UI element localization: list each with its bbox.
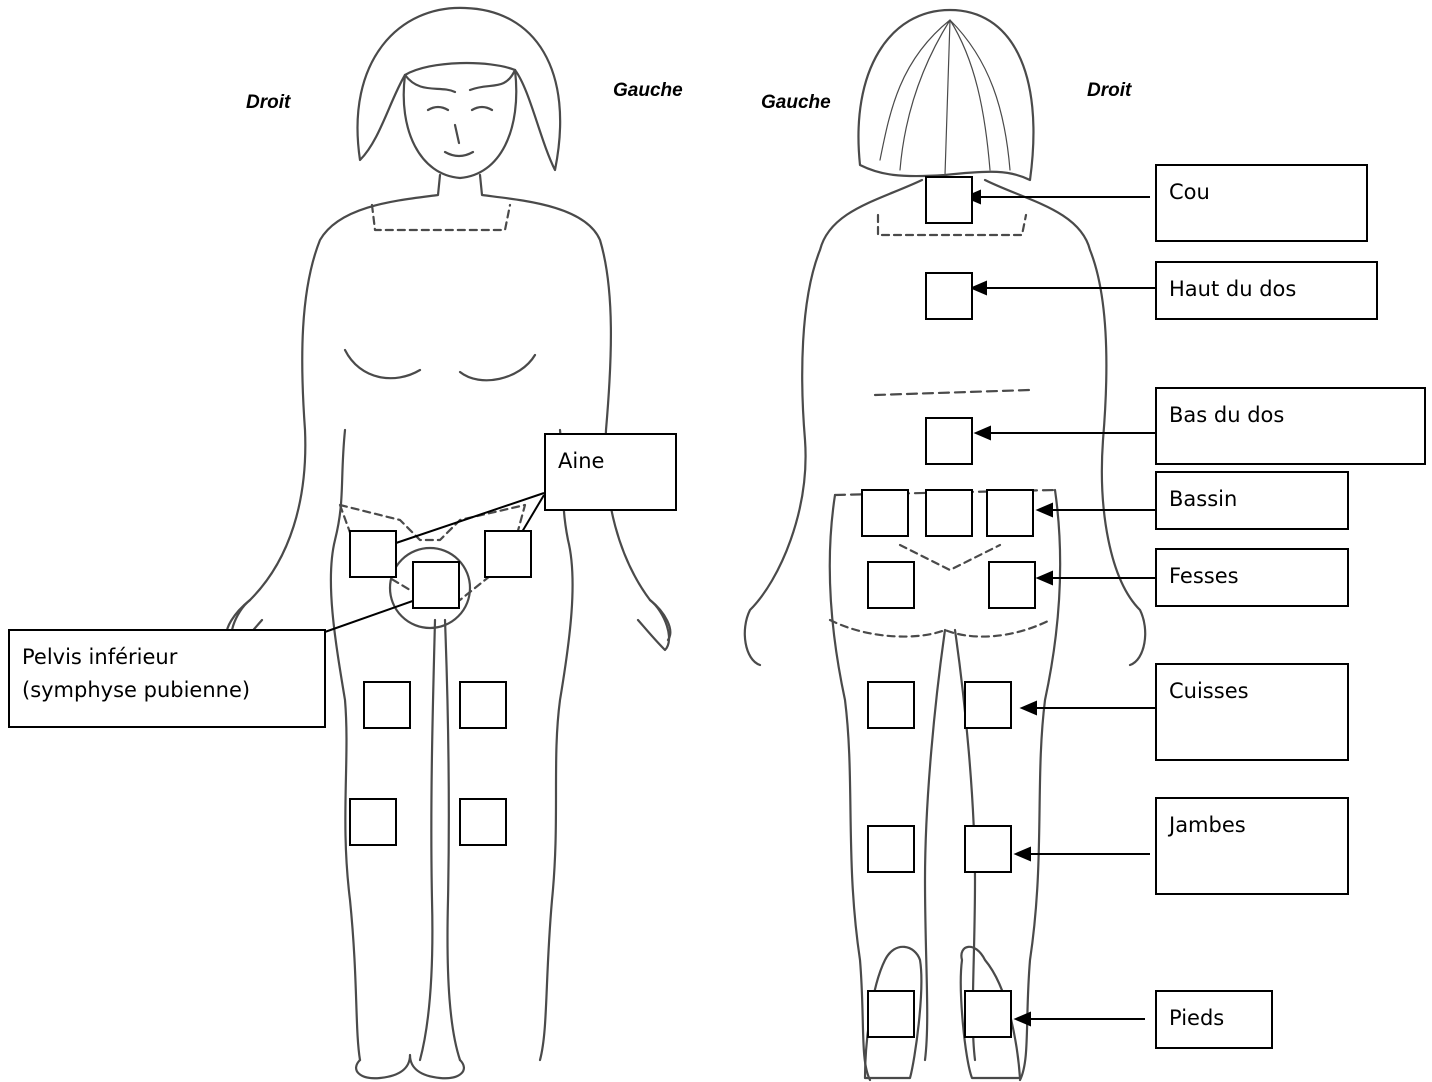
checkbox-back-cuisse-gauche[interactable] [867,681,915,729]
front-body-figure [227,8,671,1078]
arrow-head-icon [972,282,986,294]
checkbox-back-bassin-centre[interactable] [925,489,973,537]
checkbox-front-pelvis-inferieur[interactable] [412,561,460,609]
callout-pieds-label: Pieds [1169,1002,1261,1035]
callout-pelvis-label-line2: (symphyse pubienne) [22,674,314,707]
checkbox-front-cuisse-droite[interactable] [363,681,411,729]
callout-bas-du-dos: Bas du dos [1155,387,1426,465]
checkbox-back-fesse-gauche[interactable] [867,561,915,609]
front-hair [358,8,561,170]
checkbox-back-bassin-droit[interactable] [986,489,1034,537]
callout-cuisses: Cuisses [1155,663,1349,761]
checkbox-back-fesse-droite[interactable] [988,561,1036,609]
callout-aine: Aine [544,433,677,511]
checkbox-back-haut-du-dos[interactable] [925,272,973,320]
callout-pelvis-label-line1: Pelvis inférieur [22,641,314,674]
checkbox-back-cuisse-droite[interactable] [964,681,1012,729]
front-right-side-label: Droit [246,92,290,114]
callout-pieds: Pieds [1155,990,1273,1049]
front-left-side-label: Gauche [613,80,683,102]
checkbox-front-jambe-gauche[interactable] [459,798,507,846]
arrow-head-icon [1016,1013,1030,1025]
checkbox-front-aine-gauche[interactable] [484,530,532,578]
callout-bassin: Bassin [1155,471,1349,530]
callout-cou: Cou [1155,164,1368,242]
arrow-head-icon [976,427,990,439]
checkbox-back-bas-du-dos[interactable] [925,417,973,465]
back-right-side-label: Droit [1087,80,1131,102]
callout-fesses-label: Fesses [1169,560,1337,593]
back-left-side-label: Gauche [761,92,831,114]
callout-bas-du-dos-label: Bas du dos [1169,399,1414,432]
arrow-head-icon [1022,702,1036,714]
back-body-figure [745,10,1145,1080]
checkbox-back-jambe-gauche[interactable] [867,825,915,873]
callout-bassin-label: Bassin [1169,483,1337,516]
arrow-head-icon [1038,572,1052,584]
callout-fesses: Fesses [1155,548,1349,607]
checkbox-back-bassin-gauche[interactable] [861,489,909,537]
callout-jambes: Jambes [1155,797,1349,895]
callout-haut-du-dos: Haut du dos [1155,261,1378,320]
callout-aine-label: Aine [558,445,665,478]
checkbox-back-jambe-droite[interactable] [964,825,1012,873]
callout-cuisses-label: Cuisses [1169,675,1337,708]
checkbox-back-pied-droit[interactable] [964,990,1012,1038]
checkbox-back-pied-gauche[interactable] [867,990,915,1038]
callout-pelvis-inferieur: Pelvis inférieur (symphyse pubienne) [8,629,326,728]
arrow-head-icon [1016,848,1030,860]
checkbox-front-jambe-droite[interactable] [349,798,397,846]
callout-cou-label: Cou [1169,176,1356,209]
checkbox-front-aine-droit[interactable] [349,530,397,578]
callout-haut-du-dos-label: Haut du dos [1169,273,1366,306]
callout-jambes-label: Jambes [1169,809,1337,842]
checkbox-front-cuisse-gauche[interactable] [459,681,507,729]
arrow-head-icon [1038,504,1052,516]
checkbox-back-cou[interactable] [925,176,973,224]
